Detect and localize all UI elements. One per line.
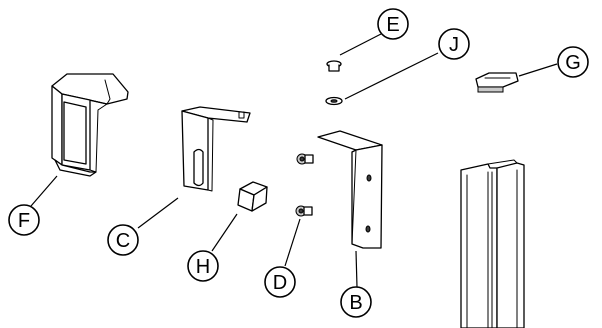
- leader-j: [344, 52, 439, 100]
- callout-h: H: [187, 250, 219, 282]
- part-c-slotted-bracket: [181, 106, 251, 192]
- leader-d: [284, 218, 301, 267]
- leader-lines: [30, 33, 558, 288]
- callout-d-label: D: [273, 272, 287, 294]
- callout-d: D: [264, 266, 296, 298]
- part-j-washer: [325, 96, 343, 106]
- leader-f: [30, 175, 58, 207]
- callout-j: J: [438, 28, 470, 60]
- callout-f-label: F: [18, 210, 30, 232]
- callout-j-label: J: [449, 34, 459, 56]
- screw-lower: [295, 205, 313, 217]
- callout-g-label: G: [565, 52, 581, 74]
- callout-g: G: [557, 46, 589, 78]
- part-h-clip-block: [237, 181, 268, 212]
- leader-g: [518, 63, 558, 77]
- part-f-handle-bracket: [51, 73, 129, 177]
- rail-profile: [460, 159, 525, 328]
- callout-c: C: [107, 224, 139, 256]
- part-e-screw: [326, 60, 342, 72]
- leader-h: [211, 213, 238, 252]
- callout-h-label: H: [196, 256, 210, 278]
- leader-b: [355, 250, 358, 288]
- callout-c-label: C: [116, 230, 130, 252]
- callout-e-label: E: [386, 14, 399, 36]
- part-b-mount-bracket: [317, 130, 383, 249]
- callout-b: B: [340, 286, 372, 318]
- leader-c: [137, 197, 179, 229]
- part-d-screws: [295, 153, 314, 217]
- part-g-end-cap: [475, 72, 519, 93]
- callout-e: E: [377, 8, 409, 40]
- callout-b-label: B: [349, 292, 362, 314]
- callout-f: F: [8, 204, 40, 236]
- leader-e: [339, 33, 382, 56]
- screw-upper: [296, 153, 314, 165]
